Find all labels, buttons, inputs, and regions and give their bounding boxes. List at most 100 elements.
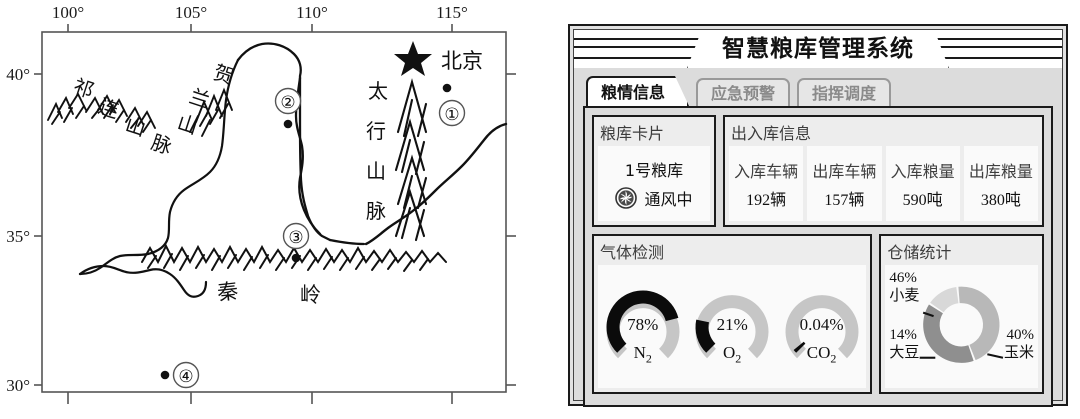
- io-card-title: 出入库信息: [731, 124, 812, 143]
- label-taihang-char-1: 行: [366, 119, 386, 143]
- site-label-3: ③: [288, 228, 303, 248]
- io-header-3: 出库粮量: [968, 161, 1033, 181]
- site-ring-3: [282, 222, 310, 250]
- y-tick-label-2: 30°: [6, 376, 30, 395]
- gauge-n2-name: N: [633, 342, 646, 362]
- depot-status-row: 通风中: [615, 186, 693, 210]
- y-tick-label-1: 35°: [6, 227, 30, 246]
- dashboard-title: 智慧粮库管理系统: [686, 30, 950, 69]
- map-svg: 100° 105° 110° 115° 40° 35° 30°: [6, 3, 516, 404]
- map-frame: [41, 31, 507, 393]
- gauge-co2-name: CO: [806, 342, 831, 362]
- io-cell-inbound-grain[interactable]: 入库粮量 590吨: [885, 146, 960, 221]
- label-taihang-char-3: 脉: [366, 199, 386, 223]
- inner-border-west: [78, 58, 240, 276]
- slice-value-soy: 14%: [889, 327, 917, 343]
- gauge-n2-sub: 2: [645, 350, 652, 365]
- site-dot-2: [283, 119, 293, 129]
- gauge-o2-sub: 2: [735, 350, 742, 365]
- label-qinling-char-1: 岭: [300, 283, 321, 307]
- slice-name-wheat: 小麦: [889, 285, 920, 304]
- donut-slice-0[interactable]: [958, 286, 1000, 361]
- tab-command-dispatch[interactable]: 指挥调度: [797, 78, 892, 106]
- slice-label-wheat: 46% 小麦: [889, 270, 919, 304]
- site-label-1: ①: [444, 105, 459, 125]
- slice-name-soy: 大豆: [889, 342, 920, 361]
- gauge-o2-name: O: [723, 342, 736, 362]
- info-row-top: 粮库卡片 1号粮库: [592, 115, 1044, 227]
- tab-grain-info[interactable]: 粮情信息: [586, 76, 689, 106]
- gauge-co2-value: 0.04%: [799, 314, 844, 334]
- helan-range-symbol: [189, 87, 233, 137]
- map-x-ticks: [67, 24, 453, 404]
- x-tick-label-1: 105°: [175, 3, 207, 22]
- x-tick-label-2: 110°: [296, 3, 328, 22]
- dashboard-title-text: 智慧粮库管理系统: [722, 36, 914, 62]
- leader-corn: [987, 353, 1004, 359]
- io-cell-outbound-vehicles[interactable]: 出库车辆 157辆: [807, 146, 882, 221]
- label-taihang-char-0: 太: [368, 79, 388, 103]
- fan-icon: [615, 187, 638, 209]
- gauge-co2-svg: [785, 294, 859, 358]
- donut-slice-2[interactable]: [930, 286, 959, 313]
- label-taihang-char-2: 山: [366, 159, 386, 183]
- io-cell-outbound-grain[interactable]: 出库粮量 380吨: [963, 146, 1038, 221]
- site-dot-3: [291, 253, 301, 263]
- io-value-3: 380吨: [980, 191, 1021, 209]
- x-tick-label-3: 115°: [436, 3, 468, 22]
- io-value-0: 192辆: [746, 191, 787, 209]
- dashboard-title-bar: 智慧粮库管理系统: [574, 30, 1062, 69]
- site-ring-1: [438, 99, 466, 127]
- taihang-range-symbol: [394, 78, 428, 242]
- tab-emergency-alert[interactable]: 应急预警: [696, 78, 791, 106]
- gauge-co2-label: CO2: [780, 343, 864, 366]
- gauge-co2[interactable]: 0.04% CO2: [780, 279, 864, 375]
- gauge-n2-svg: [606, 290, 680, 358]
- capital-label: 北京: [441, 49, 483, 73]
- storage-donut-box: 46% 小麦 14% 大豆 40% 玉米: [885, 265, 1038, 388]
- io-header-1: 出库车辆: [812, 161, 877, 181]
- info-row-bottom: 气体检测 78% N2: [592, 234, 1044, 394]
- depot-status-text: 通风中: [644, 190, 693, 209]
- dashboard-inner: 智慧粮库管理系统 粮情信息 应急预警 指挥调度 粮库卡片 1号粮库: [573, 29, 1063, 407]
- depot-card[interactable]: 粮库卡片 1号粮库: [592, 115, 716, 227]
- storage-card-body: 46% 小麦 14% 大豆 40% 玉米: [885, 265, 1038, 388]
- inbound-outbound-card: 出入库信息 入库车辆 192辆 出库车辆 157辆 入库粮量: [723, 115, 1044, 227]
- slice-label-corn: 40% 玉米: [1004, 327, 1034, 361]
- y-tick-label-0: 40°: [6, 65, 30, 84]
- site-dot-4: [160, 370, 170, 380]
- gas-detection-card: 气体检测 78% N2: [592, 234, 873, 394]
- gauge-o2[interactable]: 21% O2: [690, 279, 774, 375]
- storage-stats-card: 仓储统计 46%: [879, 234, 1044, 394]
- io-card-body: 入库车辆 192辆 出库车辆 157辆 入库粮量 590吨: [729, 146, 1038, 221]
- io-value-1: 157辆: [824, 191, 865, 209]
- donut-slice-1[interactable]: [923, 304, 974, 363]
- qilian-range-symbol: [47, 92, 156, 133]
- gauge-o2-svg: [695, 294, 769, 358]
- gauge-o2-value: 21%: [716, 314, 748, 334]
- inner-border-south: [78, 264, 208, 298]
- gauge-n2-label: N2: [601, 343, 685, 366]
- tab-content-panel: 粮库卡片 1号粮库: [583, 106, 1053, 407]
- gauge-n2-value: 78%: [627, 314, 659, 334]
- storage-card-title: 仓储统计: [887, 243, 952, 262]
- shanxi-shaanxi-border: [294, 76, 322, 236]
- io-cell-inbound-vehicles[interactable]: 入库车辆 192辆: [729, 146, 804, 221]
- slice-value-wheat: 46%: [889, 270, 917, 286]
- leader-wheat: [923, 311, 935, 318]
- depot-card-title: 粮库卡片: [600, 124, 665, 143]
- io-value-2: 590吨: [902, 191, 943, 209]
- gauge-n2[interactable]: 78% N2: [601, 279, 685, 375]
- site-label-4: ④: [178, 367, 193, 387]
- label-qinling-char-0: 秦: [216, 279, 239, 305]
- east-coast: [364, 122, 508, 246]
- dashboard-body: 粮情信息 应急预警 指挥调度 粮库卡片 1号粮库: [574, 68, 1062, 407]
- x-tick-label-0: 100°: [52, 3, 84, 22]
- gauge-o2-label: O2: [690, 343, 774, 366]
- site-label-2: ②: [280, 93, 295, 113]
- depot-name: 1号粮库: [624, 161, 684, 180]
- gas-card-title: 气体检测: [600, 243, 665, 262]
- io-header-0: 入库车辆: [734, 161, 799, 181]
- storage-donut-svg[interactable]: [885, 265, 1038, 388]
